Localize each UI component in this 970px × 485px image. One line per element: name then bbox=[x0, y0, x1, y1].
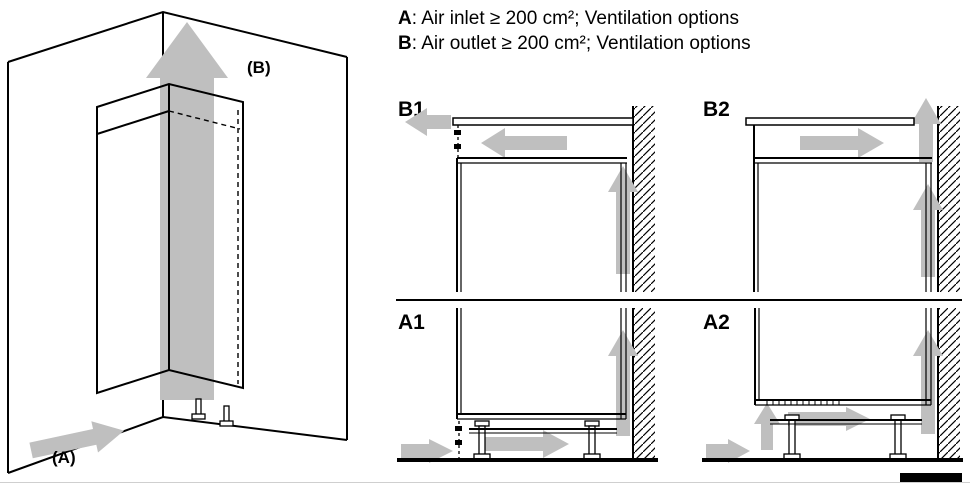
plinth-rail bbox=[770, 419, 922, 425]
inlet-point-label: (A) bbox=[52, 448, 76, 467]
row-divider bbox=[396, 299, 962, 301]
air-inlet-bottom-arrow bbox=[29, 421, 125, 459]
panel-b1-figure bbox=[405, 106, 655, 292]
panel-a2-figure bbox=[702, 308, 963, 463]
airflow-arrows bbox=[401, 330, 638, 463]
panel-label-a1: A1 bbox=[398, 311, 425, 334]
air-outlet-up-arrow bbox=[146, 22, 228, 400]
legend: A: Air inlet ≥ 200 cm²; Ventilation opti… bbox=[398, 6, 751, 56]
air-up-arrow bbox=[913, 184, 943, 277]
wall-hatch bbox=[938, 106, 960, 292]
air-front-up-arrow bbox=[754, 403, 780, 450]
air-underplinth-arrow bbox=[483, 430, 569, 458]
outlet-point-label: (B) bbox=[247, 58, 271, 77]
wall-hatch bbox=[938, 308, 960, 460]
hidden-edges bbox=[168, 110, 241, 384]
wall-hatch bbox=[633, 308, 655, 460]
bottom-vent-grille bbox=[766, 400, 840, 405]
air-channel-arrow bbox=[800, 128, 884, 158]
front-fixing bbox=[455, 421, 462, 458]
cabinet-lines bbox=[456, 157, 627, 292]
panel-a1-figure bbox=[397, 308, 658, 463]
legend-line-a: A: Air inlet ≥ 200 cm²; Ventilation opti… bbox=[398, 6, 751, 31]
legend-a-key: A bbox=[398, 8, 412, 29]
airflow-arrows bbox=[706, 330, 943, 463]
air-shaft-up-arrow bbox=[911, 98, 941, 162]
appliance-housing bbox=[96, 82, 244, 395]
air-up-arrow bbox=[608, 166, 638, 274]
legend-line-b: B: Air outlet ≥ 200 cm²; Ventilation opt… bbox=[398, 31, 751, 56]
panel-b2-figure bbox=[745, 98, 960, 292]
air-entry-arrow bbox=[401, 439, 453, 463]
airflow-arrows bbox=[405, 108, 638, 274]
appliance-feet bbox=[191, 398, 234, 427]
airflow-arrows bbox=[800, 98, 943, 277]
air-left-arrow bbox=[481, 128, 567, 158]
cabinet-lines bbox=[754, 308, 932, 406]
wall-hatch bbox=[633, 106, 655, 292]
top-board bbox=[745, 117, 915, 126]
air-up-arrow bbox=[608, 330, 638, 436]
legend-b-key: B bbox=[398, 33, 412, 54]
air-exit-arrow bbox=[405, 108, 451, 136]
plinth-rail bbox=[469, 428, 617, 434]
top-board bbox=[452, 117, 634, 126]
bottom-right-bar bbox=[900, 473, 962, 482]
cabinet-lines bbox=[456, 308, 627, 420]
panel-label-a2: A2 bbox=[703, 311, 730, 334]
air-entry-arrow bbox=[706, 439, 750, 463]
air-up-arrow bbox=[913, 330, 943, 434]
front-fixing bbox=[454, 125, 461, 158]
page-bottom-edge bbox=[0, 482, 970, 483]
legend-b-text: : Air outlet ≥ 200 cm²; Ventilation opti… bbox=[411, 33, 751, 54]
cabinet-lines bbox=[753, 125, 932, 292]
niche-isometric-figure bbox=[7, 10, 348, 474]
panel-label-b2: B2 bbox=[703, 98, 730, 121]
legend-a-text: : Air inlet ≥ 200 cm²; Ventilation optio… bbox=[411, 8, 740, 29]
